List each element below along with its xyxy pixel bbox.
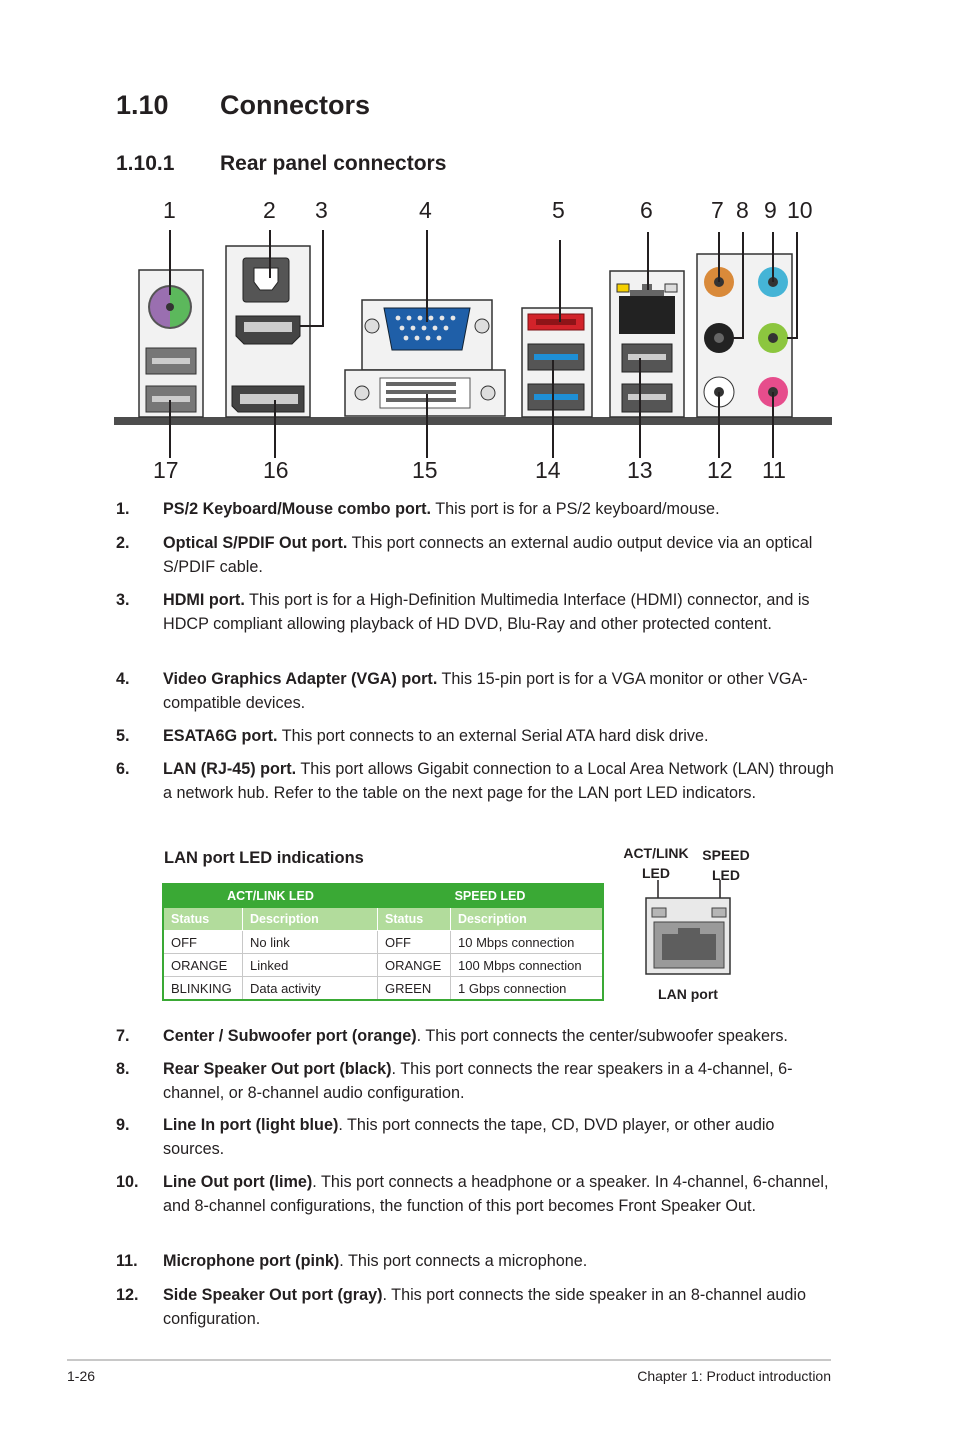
callout-4: 4: [419, 197, 432, 223]
list-item: 2.Optical S/PDIF Out port. This port con…: [116, 534, 813, 576]
vga-dvi-block: [344, 299, 506, 417]
led-table-title: LAN port LED indications: [164, 849, 364, 867]
list-item: 12.Side Speaker Out port (gray). This po…: [116, 1286, 807, 1328]
leader-lines: [169, 230, 798, 458]
callout-14: 14: [535, 457, 561, 483]
column-header: Status: [162, 907, 243, 931]
section-title-text: Connectors: [220, 90, 371, 120]
callout-9: 9: [764, 197, 777, 223]
column-header: Status: [377, 907, 451, 931]
list-item: 4.Video Graphics Adapter (VGA) port. Thi…: [116, 670, 808, 712]
rear-panel-diagram: 1 2 3 4 5 6 7 8 9 10 17 16 15 14 13 12 1…: [114, 197, 832, 483]
lan-port: [619, 296, 675, 334]
section-number: 1.10: [116, 90, 169, 120]
list-item: 8.Rear Speaker Out port (black). This po…: [116, 1060, 793, 1102]
lan-port-label: LAN port: [658, 986, 718, 1002]
callout-12: 12: [707, 457, 733, 483]
bottom-callout-labels: 17 16 15 14 13 12 11: [153, 457, 786, 483]
top-callout-labels: 1 2 3 4 5 6 7 8 9 10: [163, 197, 813, 223]
callout-11: 11: [762, 457, 786, 483]
list-item: 9.Line In port (light blue). This port c…: [116, 1116, 775, 1158]
list-item: 10.Line Out port (lime). This port conne…: [116, 1173, 829, 1215]
footer-divider: [67, 1359, 831, 1361]
callout-5: 5: [552, 197, 565, 223]
column-header: Description: [450, 907, 604, 931]
callout-3: 3: [315, 197, 328, 223]
subsection-number: 1.10.1: [116, 152, 175, 175]
esata-usb3-block: [521, 307, 593, 418]
callout-7: 7: [711, 197, 724, 223]
spdif-hdmi-displayport-block: [225, 245, 311, 418]
callout-6: 6: [640, 197, 653, 223]
list-item: 5.ESATA6G port. This port connects to an…: [116, 727, 709, 745]
chapter-title: Chapter 1: Product introduction: [637, 1368, 831, 1384]
lan-port-illustration: [645, 880, 731, 975]
ps2-green-half: [170, 287, 190, 327]
callout-17: 17: [153, 457, 179, 483]
subsection-title: 1.10.1 Rear panel connectors: [116, 152, 446, 176]
speed-group-header: SPEED LED: [377, 883, 604, 908]
callout-8: 8: [736, 197, 749, 223]
callout-15: 15: [412, 457, 438, 483]
callout-2: 2: [263, 197, 276, 223]
list-item: 1.PS/2 Keyboard/Mouse combo port. This p…: [116, 500, 720, 518]
callout-13: 13: [627, 457, 653, 483]
subsection-title-text: Rear panel connectors: [220, 152, 447, 175]
list-item: 6.LAN (RJ-45) port. This port allows Gig…: [116, 760, 834, 802]
list-item: 7.Center / Subwoofer port (orange). This…: [116, 1027, 788, 1045]
callout-16: 16: [263, 457, 289, 483]
lan-usb-block: [609, 270, 685, 418]
page-number: 1-26: [67, 1368, 96, 1384]
audio-block: [696, 253, 793, 418]
callout-10: 10: [787, 197, 813, 223]
act-link-group-header: ACT/LINK LED: [162, 883, 378, 908]
panel-base: [114, 417, 832, 425]
ps2-purple-half: [150, 287, 170, 327]
list-item: 11.Microphone port (pink). This port con…: [116, 1252, 588, 1270]
section-title: 1.10 Connectors: [116, 90, 370, 121]
callout-1: 1: [163, 197, 176, 223]
list-item: 3.HDMI port. This port is for a High-Def…: [116, 591, 810, 633]
column-header: Description: [242, 907, 378, 931]
